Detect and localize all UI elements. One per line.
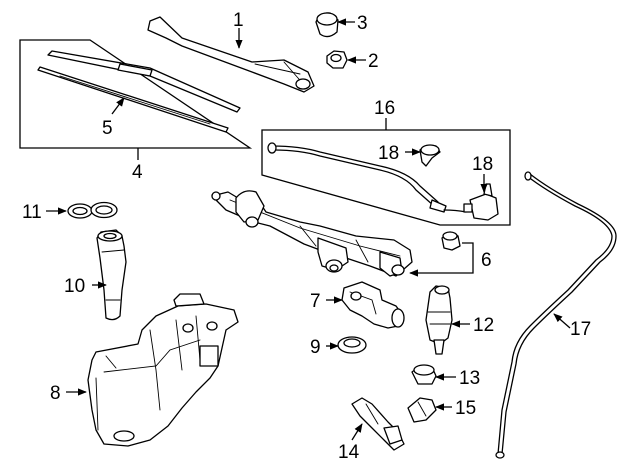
callout-4: 4 (132, 162, 143, 183)
wiper-blade-part (37, 50, 241, 133)
callout-8: 8 (50, 383, 61, 404)
callout-18b: 18 (472, 154, 493, 175)
callout-5: 5 (102, 118, 113, 139)
motor-grommet-part (337, 336, 367, 354)
callout-14: 14 (338, 442, 360, 463)
o-ring-seals-part (67, 201, 118, 219)
washer-hose-assembly-part (267, 142, 467, 213)
callout-10: 10 (64, 276, 85, 297)
grommet-part (441, 231, 461, 251)
callout-16: 16 (374, 98, 395, 119)
leader-5 (111, 97, 125, 115)
callout-6: 6 (481, 250, 492, 271)
washer-pump-part (425, 285, 453, 355)
callout-13: 13 (459, 368, 480, 389)
leader-17 (553, 313, 571, 329)
callout-2: 2 (368, 51, 379, 72)
washer-hose-group-box (261, 129, 511, 226)
leader-14 (351, 423, 363, 441)
hose-connector-part (419, 144, 441, 167)
callout-9: 9 (310, 337, 321, 358)
callout-3: 3 (357, 13, 368, 34)
wiper-motor-part (341, 281, 405, 329)
nozzle-part (463, 183, 499, 221)
callout-6-bracket (409, 242, 474, 277)
callout-15: 15 (455, 398, 476, 419)
filler-neck-part (96, 229, 127, 321)
callout-17: 17 (570, 319, 591, 340)
wiper-linkage-part (211, 190, 413, 277)
callout-7: 7 (310, 291, 321, 312)
wiring-connector-part (351, 397, 405, 451)
pump-seal-part (411, 364, 437, 385)
callout-11: 11 (22, 202, 42, 223)
nut-part (326, 50, 348, 69)
washer-reservoir-part (87, 293, 239, 447)
nut-cap-part (315, 12, 339, 38)
level-sensor-part (407, 397, 437, 423)
wiper-blade-group-box (19, 39, 253, 149)
wiper-arm-part (147, 16, 315, 93)
callout-1: 1 (233, 10, 244, 31)
callout-12: 12 (473, 315, 494, 336)
washer-hose-part (495, 171, 617, 459)
callout-18a: 18 (378, 143, 399, 164)
